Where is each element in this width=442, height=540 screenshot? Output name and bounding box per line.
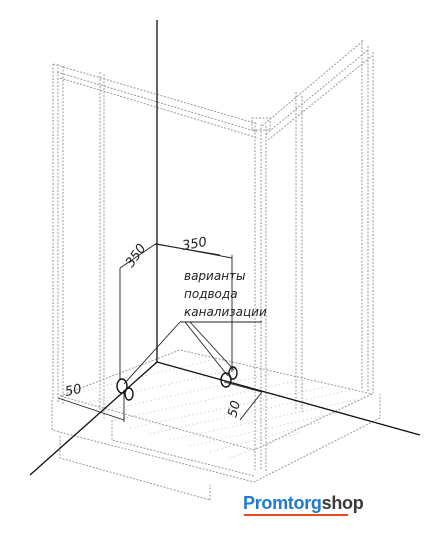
logo-underline xyxy=(244,514,348,516)
tray-texture xyxy=(79,359,356,459)
annotation-line-2: подвода xyxy=(184,287,238,301)
logo-part-shop: shop xyxy=(321,493,364,513)
dimension-label-front-right: 50 xyxy=(225,399,244,419)
right-floor-axis xyxy=(156,361,421,436)
promtorgshop-logo: Promtorgshop xyxy=(243,493,364,516)
dimension-lines xyxy=(57,242,263,422)
installation-axes xyxy=(29,20,421,476)
drain-outlets xyxy=(116,366,238,401)
logo-part-brand: Promtorg xyxy=(243,493,322,513)
left-floor-axis xyxy=(29,361,158,476)
annotation-line-1: варианты xyxy=(184,269,246,283)
dimension-label-side: 350 xyxy=(181,235,208,254)
annotation-line-3: канализации xyxy=(184,305,267,319)
dimension-label-back: 350 xyxy=(123,241,150,270)
drain-left xyxy=(116,378,134,401)
dimension-label-front-left: 50 xyxy=(64,382,83,400)
annotation-leaders xyxy=(123,321,262,385)
shower-cabin-frame xyxy=(51,39,381,501)
